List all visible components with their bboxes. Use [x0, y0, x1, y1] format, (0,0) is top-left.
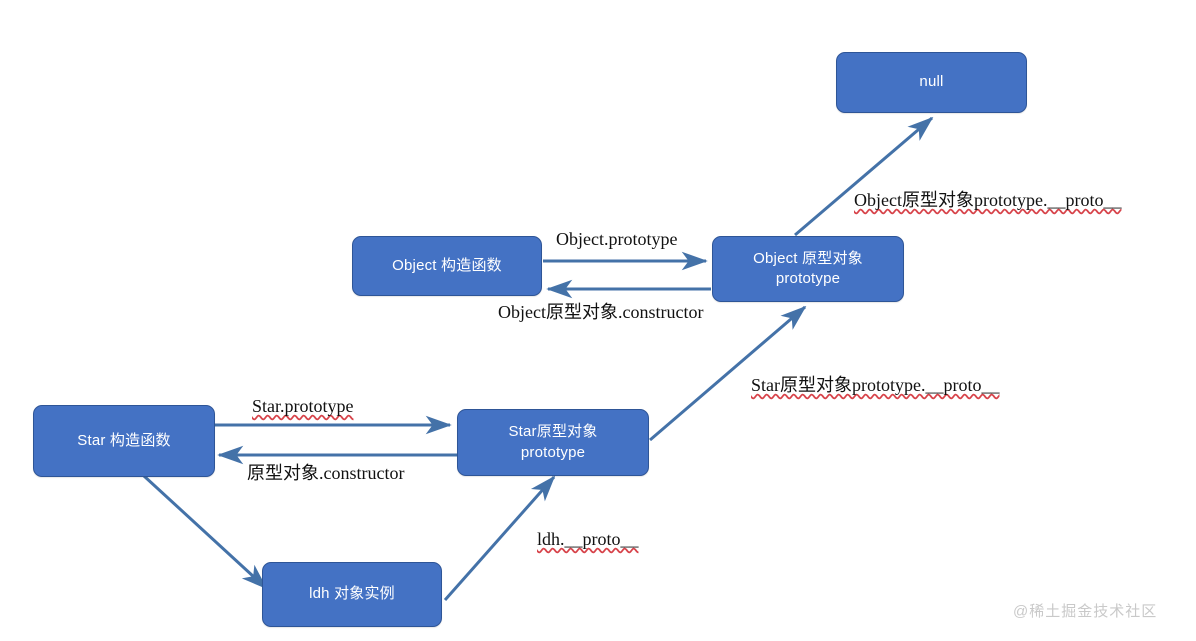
- edge-label-star-proto-to-object-proto: Star原型对象prototype.__proto__: [751, 375, 1000, 395]
- edge-label-star-proto-to-ctor: 原型对象.constructor: [247, 463, 405, 483]
- node-ldh-instance[interactable]: ldh 对象实例: [262, 562, 442, 627]
- edge-label-star-ctor-to-proto: Star.prototype: [252, 396, 354, 416]
- arrow-star-ctor-to-ldh: [142, 474, 268, 590]
- edge-label-object-proto-to-null: Object原型对象prototype.__proto__: [854, 190, 1122, 210]
- node-null[interactable]: null: [836, 52, 1027, 113]
- node-star-constructor-label: Star 构造函数: [77, 431, 171, 449]
- node-star-constructor[interactable]: Star 构造函数: [33, 405, 215, 477]
- node-object-prototype[interactable]: Object 原型对象 prototype: [712, 236, 904, 302]
- arrow-object-proto-to-null: [794, 116, 934, 237]
- node-star-prototype-label: Star原型对象 prototype: [508, 423, 598, 461]
- watermark: @稀土掘金技术社区: [1013, 603, 1158, 620]
- node-object-constructor-label: Object 构造函数: [392, 256, 502, 274]
- edge-label-ldh-to-star-proto: ldh.__proto__: [537, 529, 639, 549]
- node-object-constructor[interactable]: Object 构造函数: [352, 236, 542, 296]
- node-null-label: null: [919, 73, 944, 91]
- node-star-prototype[interactable]: Star原型对象 prototype: [457, 409, 649, 476]
- node-object-prototype-label: Object 原型对象 prototype: [753, 249, 863, 287]
- edge-label-object-ctor-to-proto: Object.prototype: [556, 229, 678, 249]
- node-ldh-instance-label: ldh 对象实例: [309, 585, 395, 603]
- edge-label-object-proto-to-ctor: Object原型对象.constructor: [498, 302, 704, 322]
